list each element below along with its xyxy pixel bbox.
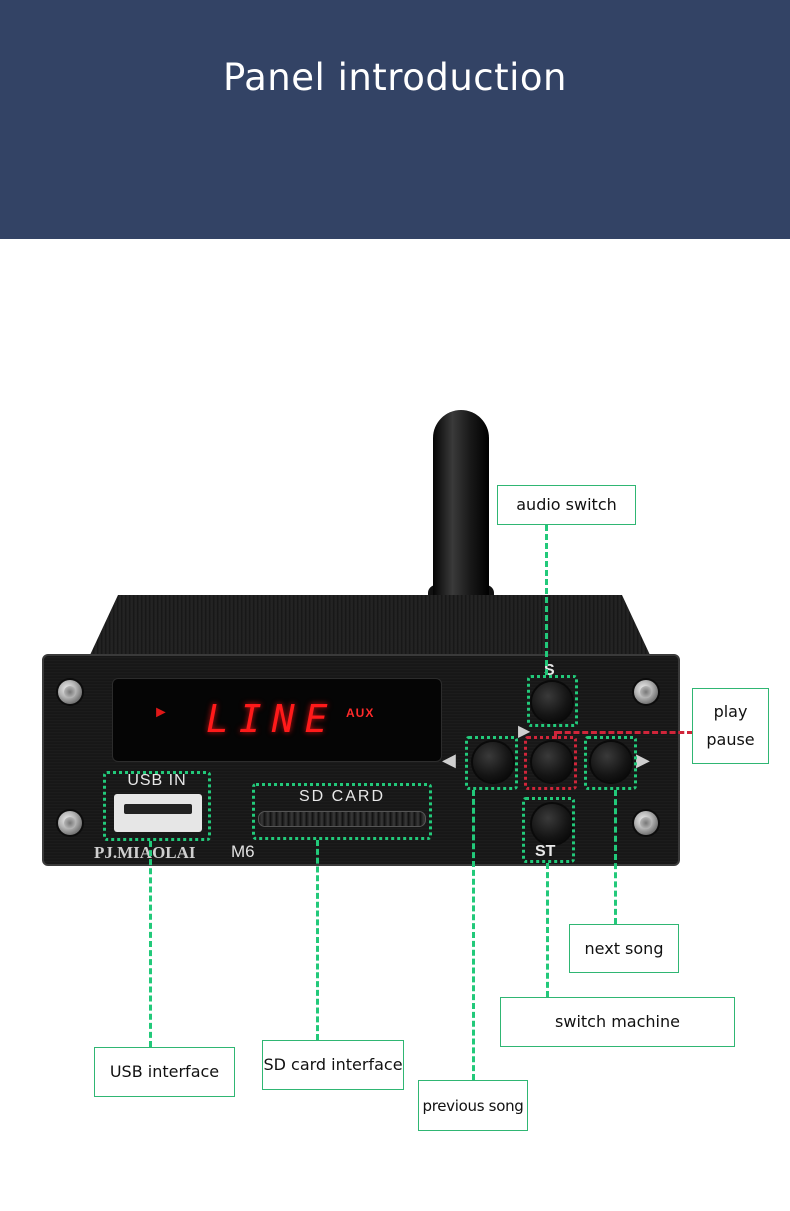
screw-icon <box>634 811 658 835</box>
page-title: Panel introduction <box>222 56 567 99</box>
usb-label: USB IN <box>127 772 187 789</box>
usb-leader <box>149 841 152 1047</box>
switch-machine-button[interactable] <box>532 804 572 844</box>
screw-icon <box>58 811 82 835</box>
audio-switch-highlight <box>527 675 578 727</box>
sd-label: SD CARD <box>298 788 385 805</box>
callout-play-line2: pause <box>706 730 755 749</box>
play-pause-button[interactable] <box>532 742 572 782</box>
chassis-top <box>90 595 650 655</box>
display-text: LINE <box>206 697 338 741</box>
previous-track-icon: ◀​ <box>442 750 456 770</box>
header-banner: Panel introduction <box>0 0 790 239</box>
sd-highlight <box>252 783 432 840</box>
brand-label: PJ.MIAOLAI <box>94 843 196 862</box>
button-s-label: S <box>544 662 555 679</box>
button-st-label: ST <box>535 843 556 860</box>
callout-next-song: next song <box>569 924 679 973</box>
previous-song-button[interactable] <box>473 742 513 782</box>
next-song-button[interactable] <box>591 742 631 782</box>
previous-song-highlight <box>465 736 518 790</box>
callout-sd-card-interface: SD card interface <box>262 1040 404 1090</box>
callout-play-pause: play pause <box>692 688 769 764</box>
play-pause-leader <box>556 731 693 734</box>
play-indicator-icon: ► <box>153 704 169 721</box>
display-sub: AUX <box>346 706 375 720</box>
callout-previous-song: previous song <box>418 1080 528 1131</box>
play-pause-leader-drop <box>554 731 557 739</box>
antenna <box>433 410 489 626</box>
model-label: M6 <box>231 842 255 861</box>
play-glyph-icon: ▶ <box>518 723 531 740</box>
callout-play-line1: play <box>713 702 748 721</box>
audio-switch-leader <box>545 525 548 675</box>
play-pause-highlight <box>524 736 577 790</box>
sd-card-leader <box>316 840 319 1040</box>
usb-highlight <box>103 771 211 841</box>
sd-slot <box>258 811 426 827</box>
callout-usb-interface: USB interface <box>94 1047 235 1097</box>
audio-switch-button[interactable] <box>532 682 572 722</box>
switch-machine-highlight <box>522 797 575 863</box>
next-song-highlight <box>584 736 637 790</box>
callout-switch-machine: switch machine <box>500 997 735 1047</box>
next-track-icon: ▶ <box>636 750 650 770</box>
usb-port <box>114 794 202 832</box>
previous-song-leader <box>472 790 475 1080</box>
screw-icon <box>634 680 658 704</box>
next-song-leader <box>614 790 617 924</box>
callout-audio-switch: audio switch <box>497 485 636 525</box>
led-display <box>112 678 442 762</box>
switch-machine-leader <box>546 863 549 997</box>
screw-icon <box>58 680 82 704</box>
